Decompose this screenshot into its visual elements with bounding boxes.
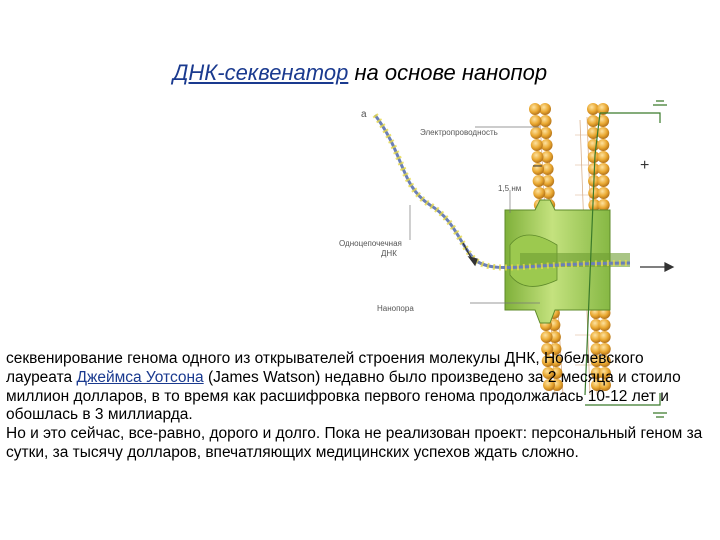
lipid-head — [530, 115, 542, 127]
sign-plus: + — [640, 157, 649, 174]
label-conductivity: Электропроводность — [420, 128, 498, 137]
lipid-head — [597, 151, 609, 163]
nanopore-protein — [505, 200, 630, 323]
lipid-head — [597, 139, 609, 151]
label-nanopore: Нанопора — [377, 304, 414, 313]
label-ssdna-line1: Одноцепочечная — [339, 239, 402, 248]
lipid-head — [541, 331, 553, 343]
lipid-head — [531, 139, 543, 151]
body-text: секвенирование генома одного из открыват… — [6, 350, 706, 463]
title-link[interactable]: ДНК-секвенатор — [173, 60, 348, 85]
lipid-head — [597, 127, 609, 139]
lipid-head — [598, 187, 610, 199]
lipid-head — [529, 103, 541, 115]
panel-letter: а — [361, 109, 367, 120]
label-size: 1,5 нм — [498, 184, 521, 193]
title-text: на основе нанопор — [348, 60, 547, 85]
sign-plus-text: + — [640, 157, 649, 174]
sign-minus: – — [533, 157, 542, 174]
lipid-head — [533, 175, 545, 187]
label-ssdna-line2: ДНК — [381, 249, 397, 258]
slide-title: ДНК-секвенатор на основе нанопор — [0, 60, 720, 86]
lipid-head — [597, 163, 609, 175]
lipid-head — [530, 127, 542, 139]
paragraph-2: Но и это сейчас, все-равно, дорого и дол… — [6, 425, 706, 463]
lipid-head — [598, 199, 610, 211]
paragraph-1: секвенирование генома одного из открыват… — [6, 350, 706, 425]
lipid-head — [533, 187, 545, 199]
lipid-head — [598, 175, 610, 187]
lipid-head — [599, 319, 611, 331]
sign-minus-text: – — [533, 157, 542, 174]
watson-link[interactable]: Джеймса Уотсона — [76, 369, 203, 386]
lipid-head — [599, 331, 611, 343]
